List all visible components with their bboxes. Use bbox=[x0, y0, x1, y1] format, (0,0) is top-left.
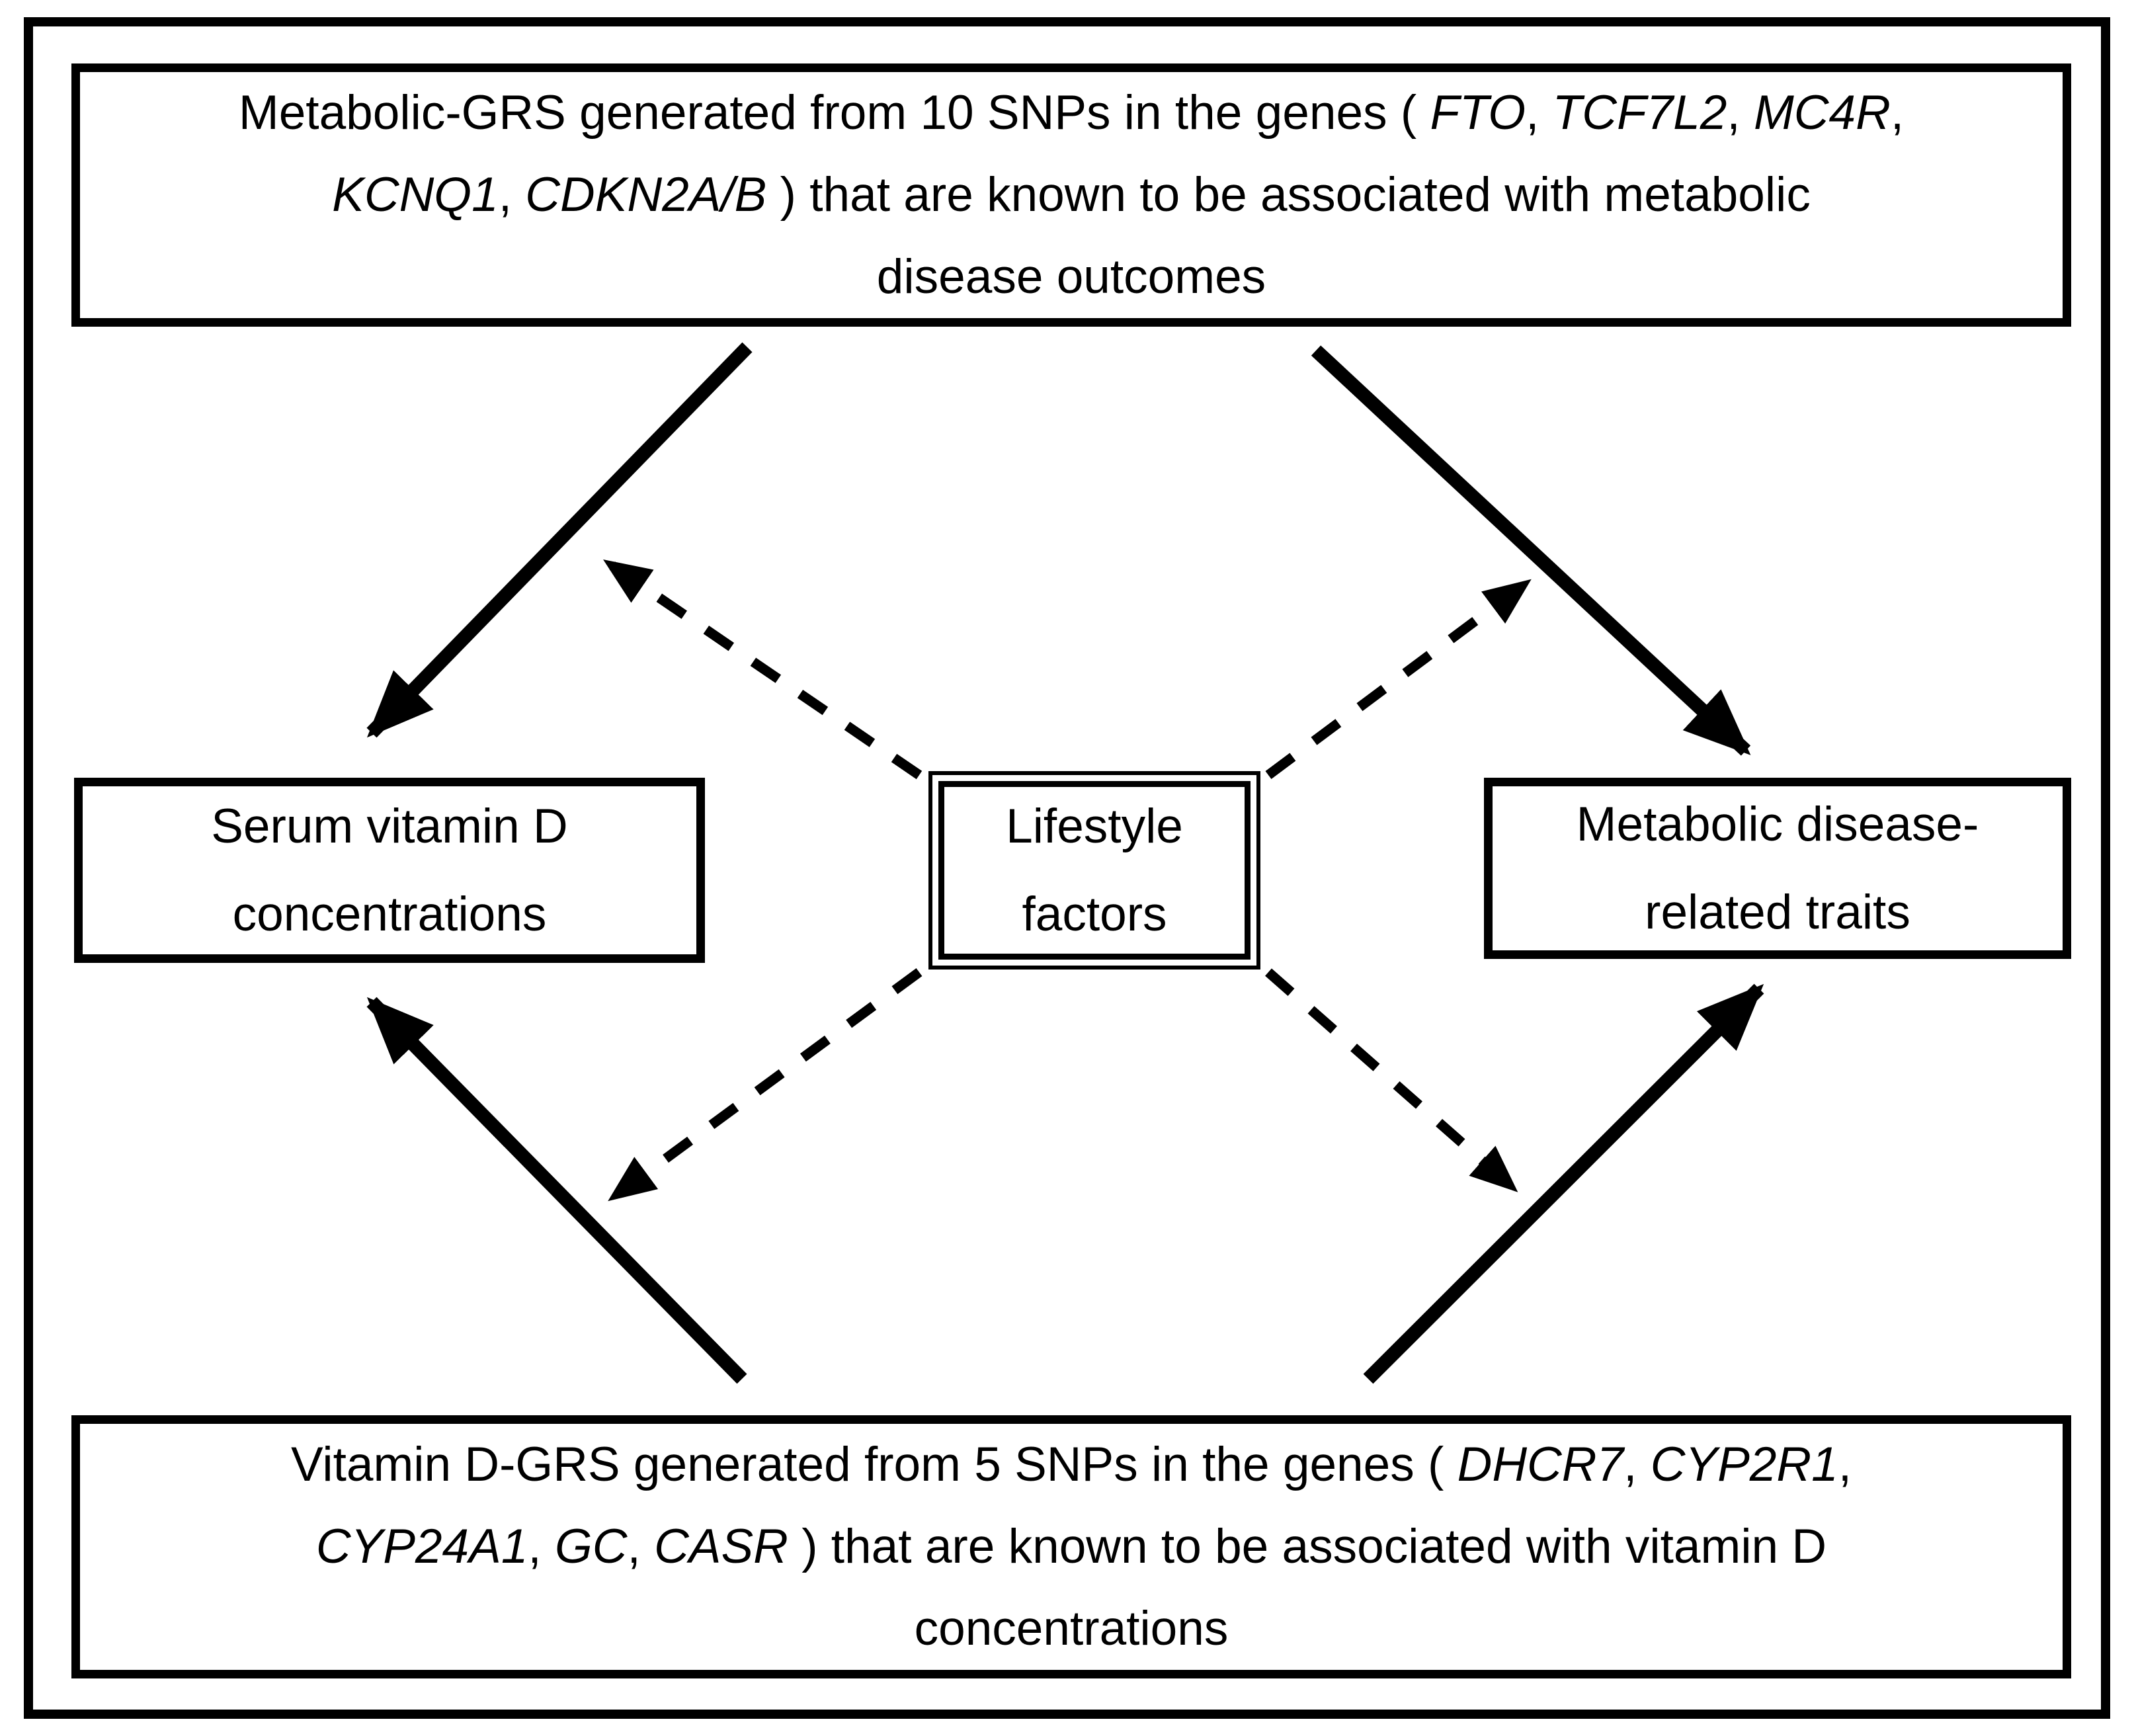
box-vitamin-d-grs: Vitamin D-GRS generated from 5 SNPs in t… bbox=[71, 1415, 2071, 1678]
vitamin-d-grs-text: Vitamin D-GRS generated from 5 SNPs in t… bbox=[291, 1438, 1852, 1655]
metabolic-traits-text: Metabolic disease- related traits bbox=[1577, 780, 1979, 956]
metabolic-grs-text: Metabolic-GRS generated from 10 SNPs in … bbox=[238, 86, 1905, 304]
box-metabolic-grs: Metabolic-GRS generated from 10 SNPs in … bbox=[71, 63, 2071, 327]
box-serum-vitamin-d: Serum vitamin D concentrations bbox=[74, 778, 705, 963]
serum-vitamin-d-line-2: concentrations bbox=[232, 888, 547, 941]
metabolic-traits-line-1: Metabolic disease- bbox=[1576, 798, 1979, 851]
metabolic-traits-line-2: related traits bbox=[1645, 886, 1910, 939]
lifestyle-factors-line-1: Lifestyle bbox=[1006, 800, 1183, 853]
lifestyle-factors-text: Lifestyle factors bbox=[1006, 782, 1183, 958]
serum-vitamin-d-text: Serum vitamin D concentrations bbox=[211, 782, 568, 958]
serum-vitamin-d-line-1: Serum vitamin D bbox=[211, 800, 568, 853]
box-lifestyle-factors: Lifestyle factors bbox=[928, 771, 1260, 970]
box-metabolic-traits: Metabolic disease- related traits bbox=[1484, 778, 2071, 959]
lifestyle-factors-line-2: factors bbox=[1022, 888, 1167, 941]
box-lifestyle-factors-inner: Lifestyle factors bbox=[938, 781, 1251, 960]
figure-outer-border bbox=[24, 17, 2110, 1719]
